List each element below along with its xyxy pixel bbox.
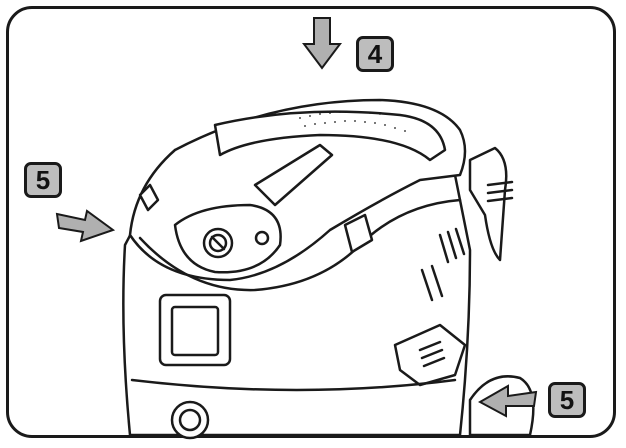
side-clamp-right <box>468 146 508 262</box>
lid-texture <box>299 111 406 132</box>
carry-handle <box>213 110 447 162</box>
callout-step-5-right: 5 <box>548 382 586 418</box>
socket-housing <box>158 293 232 367</box>
callout-step-5-left: 5 <box>24 162 62 198</box>
hose-inlet <box>170 400 210 440</box>
arrow-left-icon <box>478 384 538 418</box>
arrow-right-icon <box>55 209 115 243</box>
callout-step-4: 4 <box>356 36 394 72</box>
vent-grille <box>420 227 466 302</box>
side-clamp-left <box>138 183 160 212</box>
indicator-lamp <box>254 230 270 246</box>
arrow-down-icon <box>302 17 342 70</box>
